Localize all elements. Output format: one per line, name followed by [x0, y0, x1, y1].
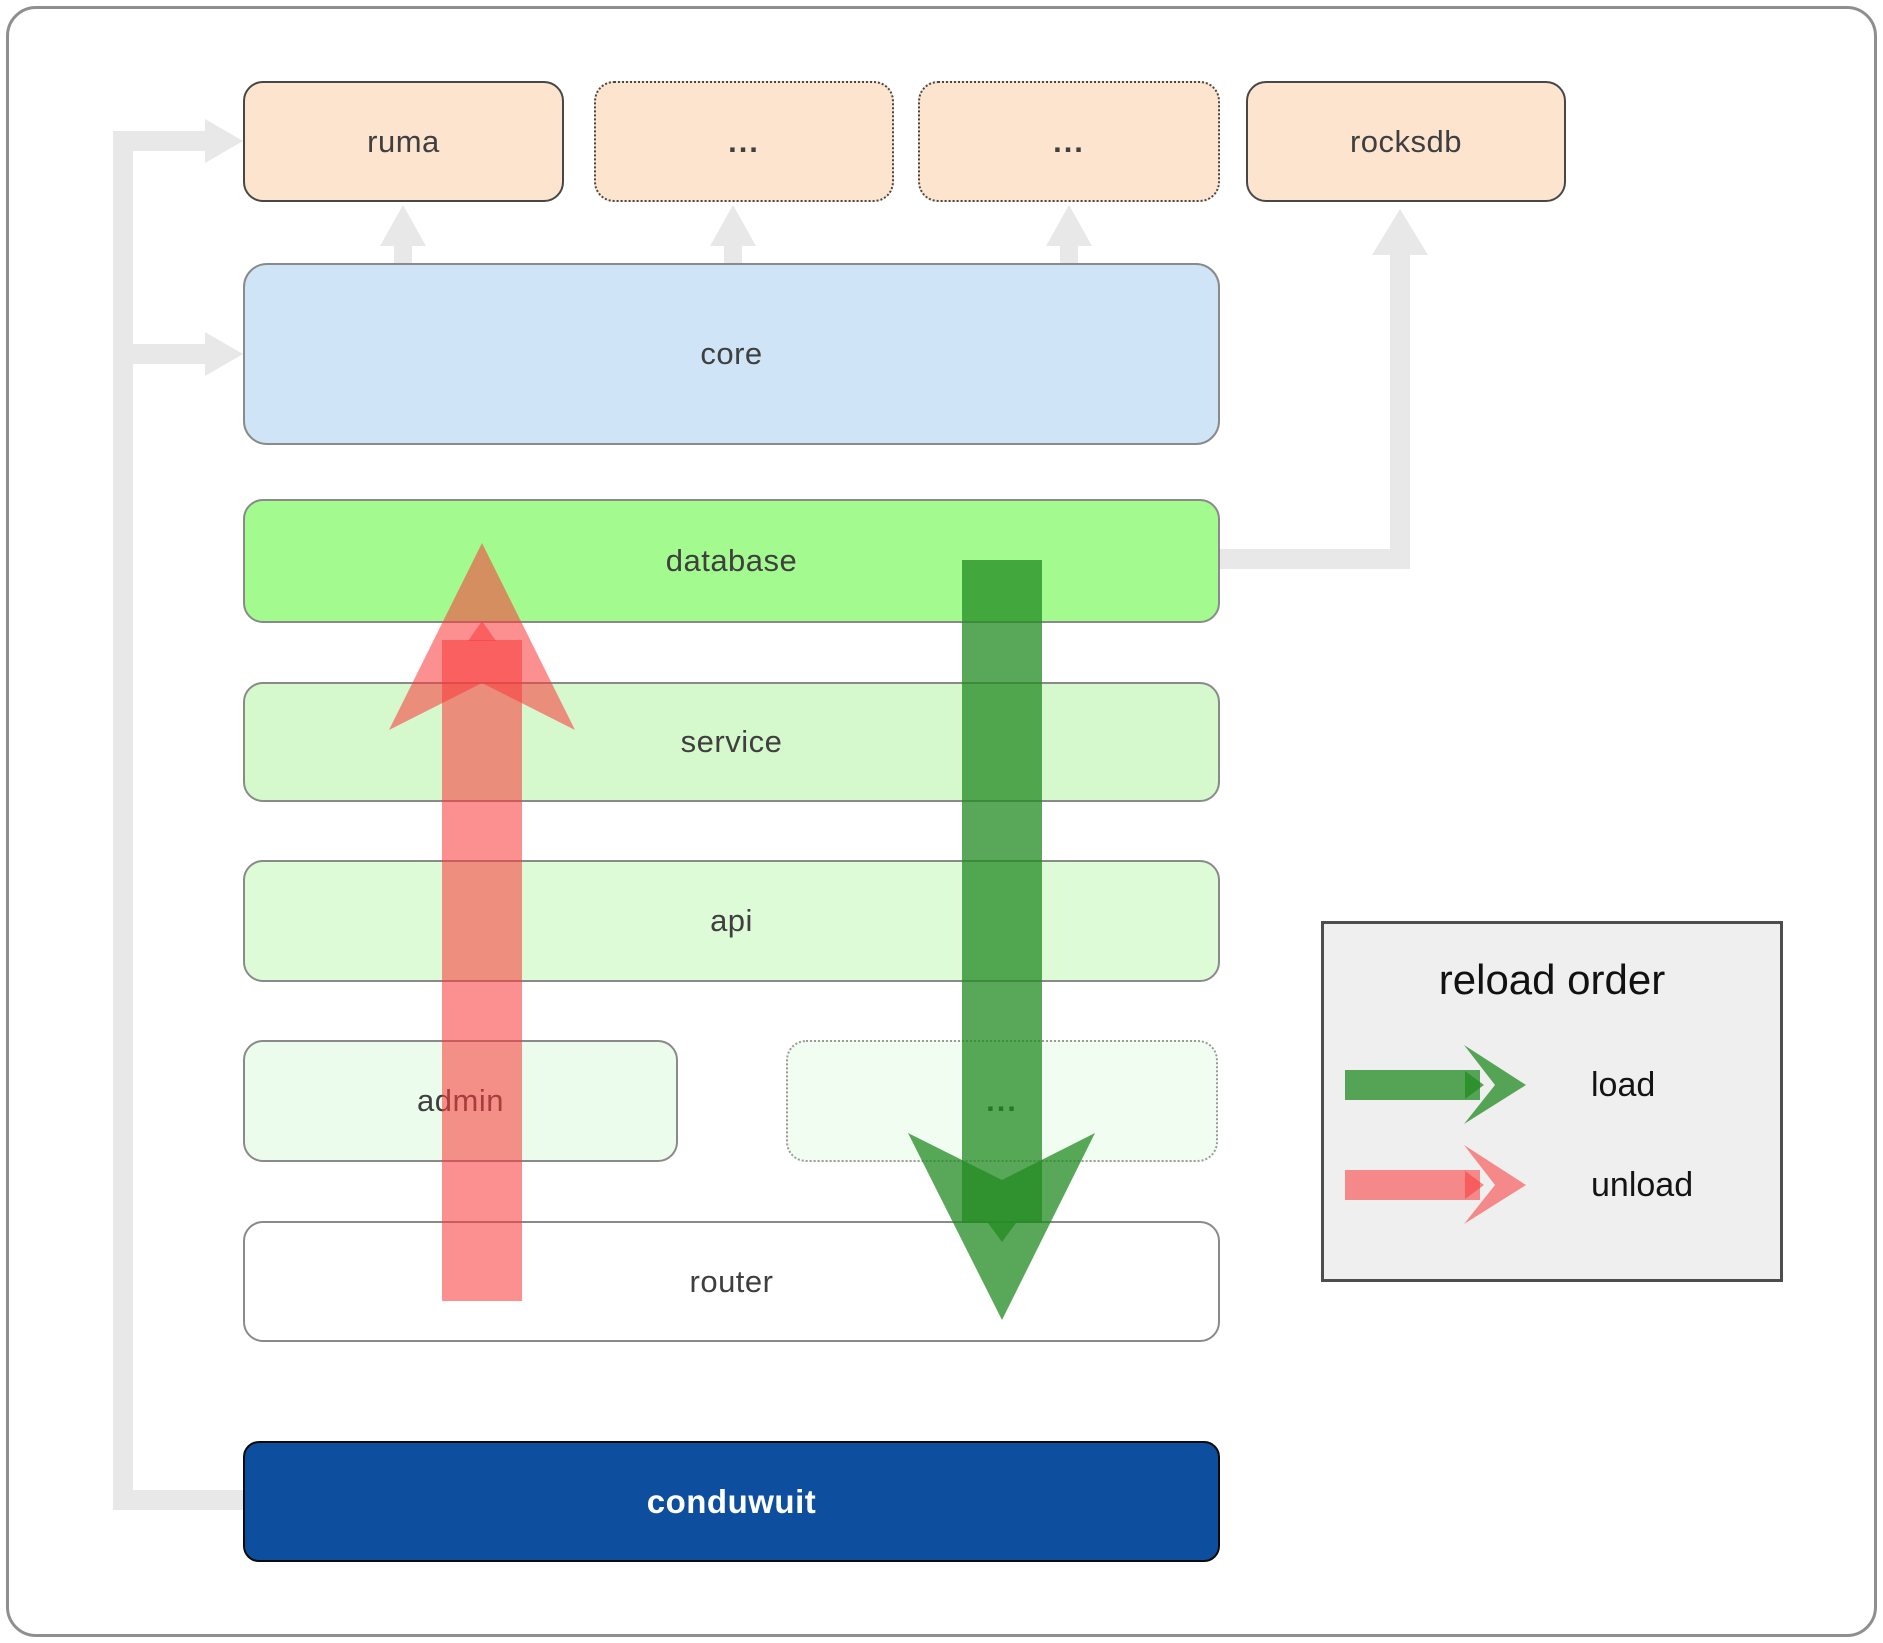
unload-arrow-icon	[1345, 1145, 1526, 1224]
box-router-label: router	[689, 1263, 774, 1299]
box-service: service	[243, 682, 1220, 802]
box-database-label: database	[665, 543, 798, 578]
box-conduwuit-label: conduwuit	[646, 1482, 817, 1520]
legend-reload-order: reload order load unload	[1321, 921, 1783, 1282]
box-service-label: service	[680, 724, 783, 759]
box-api-label: api	[710, 903, 753, 938]
box-conduwuit: conduwuit	[243, 1441, 1220, 1562]
legend-item-unload: unload	[1345, 1145, 1693, 1225]
outer-frame	[6, 6, 1877, 1637]
box-top-placeholder-1-label: ...	[728, 123, 760, 159]
box-top-placeholder-2: ...	[918, 81, 1220, 202]
box-ruma: ruma	[243, 81, 564, 202]
box-admin-row-placeholder: ...	[786, 1040, 1218, 1162]
legend-load-label: load	[1591, 1065, 1656, 1104]
box-admin: admin	[243, 1040, 678, 1162]
box-router: router	[243, 1221, 1220, 1342]
box-core-label: core	[700, 336, 763, 371]
legend-item-load: load	[1345, 1045, 1655, 1125]
box-api: api	[243, 860, 1220, 982]
box-rocksdb: rocksdb	[1246, 81, 1566, 202]
legend-title: reload order	[1438, 956, 1666, 1003]
box-admin-row-placeholder-label: ...	[986, 1083, 1018, 1118]
box-admin-label: admin	[417, 1083, 504, 1118]
box-rocksdb-label: rocksdb	[1349, 123, 1463, 159]
box-top-placeholder-1: ...	[594, 81, 894, 202]
box-ruma-label: ruma	[367, 123, 440, 159]
box-top-placeholder-2-label: ...	[1053, 123, 1085, 159]
legend-unload-label: unload	[1591, 1165, 1694, 1204]
box-core: core	[243, 263, 1220, 445]
load-arrow-icon	[1345, 1045, 1526, 1124]
box-database: database	[243, 499, 1220, 623]
